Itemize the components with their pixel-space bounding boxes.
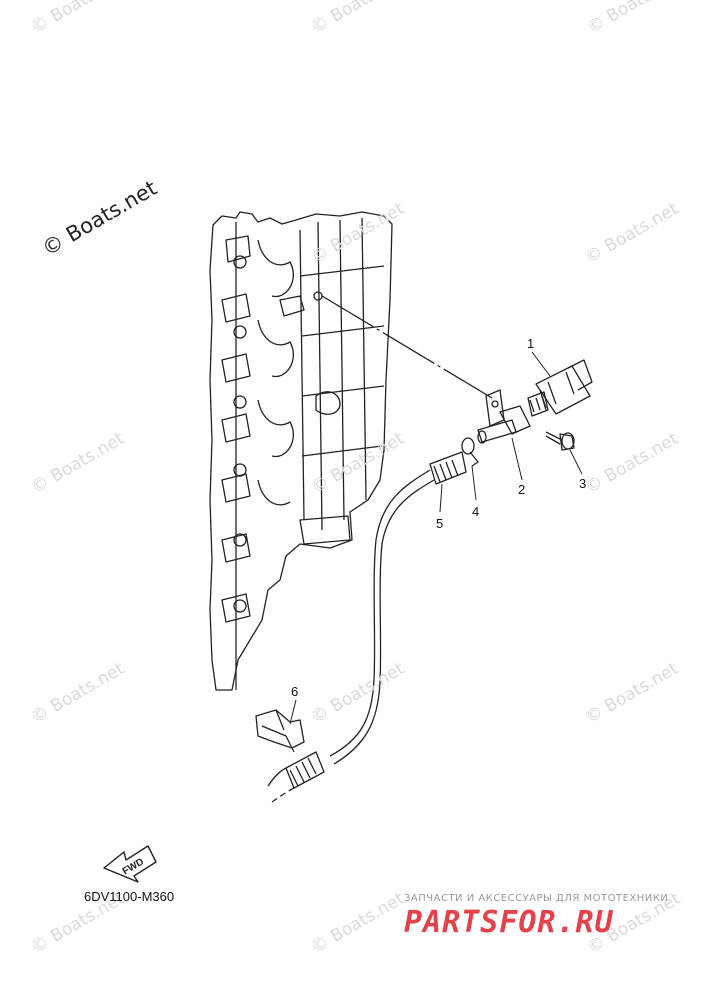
part-1-sensor	[527, 359, 593, 417]
callout-5: 5	[436, 516, 444, 531]
brand-tagline: ЗАПЧАСТИ И АКСЕССУАРЫ ДЛЯ МОТОТЕХНИКИ	[404, 893, 669, 904]
callout-1: 1	[527, 336, 535, 351]
part-2-adapter	[477, 389, 531, 444]
fwd-label: FWD	[121, 857, 146, 878]
engine-block	[209, 211, 393, 691]
part-code: 6DV1100-M360	[84, 889, 175, 904]
leader-line	[321, 295, 493, 399]
part-4-clip	[461, 437, 479, 467]
callout-3: 3	[579, 476, 587, 491]
fwd-arrow-icon	[103, 845, 157, 883]
brand-logo: PARTSFOR.RU	[404, 905, 614, 940]
part-6-holder	[255, 709, 305, 753]
callout-2: 2	[518, 482, 526, 497]
callout-6: 6	[291, 684, 299, 699]
callout-leaders	[289, 351, 583, 725]
callout-4: 4	[472, 504, 480, 519]
part-3-bolt	[545, 431, 575, 451]
part-5-hose	[267, 451, 467, 803]
